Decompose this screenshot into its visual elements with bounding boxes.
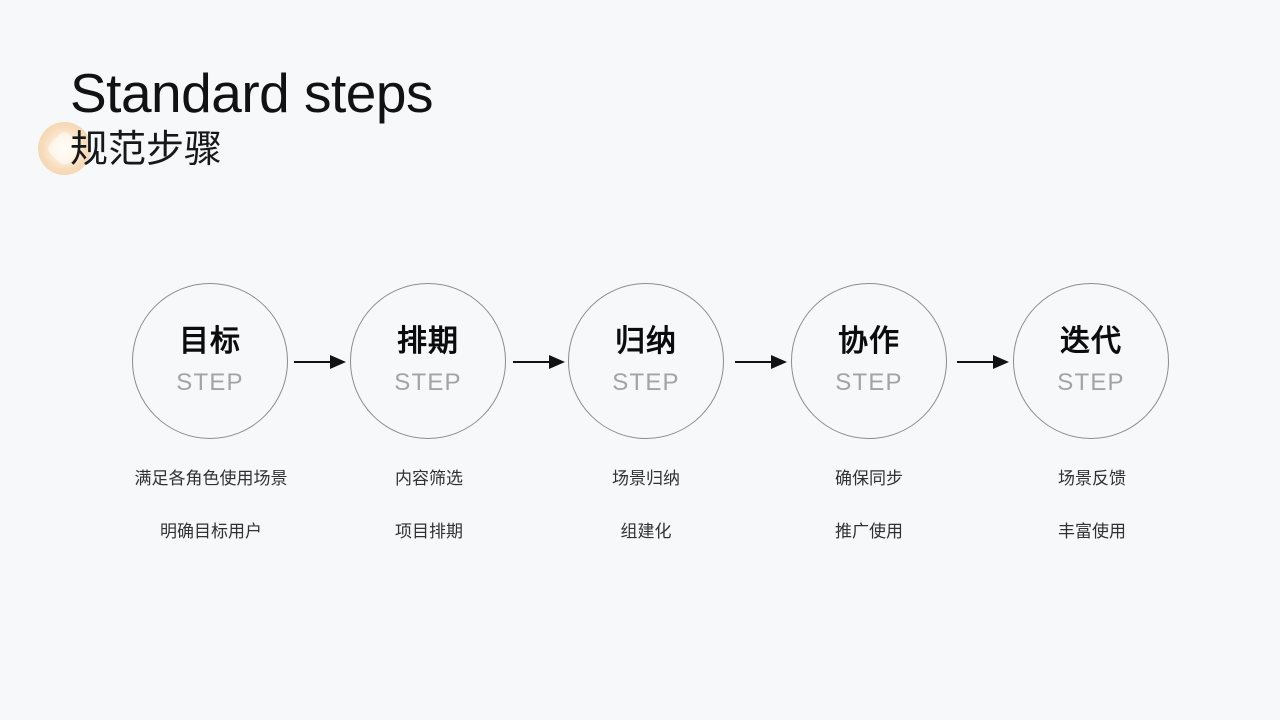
step-node-2[interactable]: 排期 STEP bbox=[350, 283, 508, 441]
step-label-5: 迭代 bbox=[1060, 325, 1122, 358]
step-circle-3[interactable]: 归纳 STEP bbox=[568, 283, 724, 439]
step-label-3: 归纳 bbox=[615, 325, 677, 358]
caption-line-4a: 确保同步 bbox=[835, 469, 903, 488]
arrow-right-icon-3 bbox=[735, 353, 787, 371]
caption-line-5a: 场景反馈 bbox=[1058, 469, 1126, 488]
step-node-3[interactable]: 归纳 STEP bbox=[568, 283, 726, 441]
caption-line-3a: 场景归纳 bbox=[612, 469, 680, 488]
step-sublabel-3: STEP bbox=[612, 369, 680, 396]
step-node-1[interactable]: 目标 STEP bbox=[132, 283, 290, 441]
caption-group-4: 确保同步 推广使用 bbox=[739, 470, 999, 540]
step-node-5[interactable]: 迭代 STEP bbox=[1013, 283, 1171, 441]
page-subtitle: 规范步骤 bbox=[70, 129, 223, 171]
caption-line-3b: 组建化 bbox=[620, 522, 672, 541]
caption-group-3: 场景归纳 组建化 bbox=[516, 470, 776, 540]
step-circle-4[interactable]: 协作 STEP bbox=[791, 283, 947, 439]
step-label-1: 目标 bbox=[179, 325, 241, 358]
arrow-right-icon-4 bbox=[957, 353, 1009, 371]
step-flow: 目标 STEP 排期 STEP 归纳 STEP bbox=[0, 283, 1280, 443]
step-sublabel-2: STEP bbox=[394, 369, 462, 396]
slide-header: Standard steps 规范步骤 bbox=[38, 62, 770, 175]
step-sublabel-5: STEP bbox=[1057, 369, 1125, 396]
step-circle-2[interactable]: 排期 STEP bbox=[350, 283, 506, 439]
caption-line-5b: 丰富使用 bbox=[1058, 522, 1126, 541]
step-circle-5[interactable]: 迭代 STEP bbox=[1013, 283, 1169, 439]
caption-group-2: 内容筛选 项目排期 bbox=[299, 470, 559, 540]
page-title: Standard steps bbox=[70, 62, 433, 124]
caption-group-5: 场景反馈 丰富使用 bbox=[962, 470, 1222, 540]
caption-line-1a: 满足各角色使用场景 bbox=[134, 469, 288, 488]
arrow-right-icon-2 bbox=[513, 353, 565, 371]
step-sublabel-1: STEP bbox=[176, 369, 244, 396]
caption-line-4b: 推广使用 bbox=[835, 522, 903, 541]
caption-line-1b: 明确目标用户 bbox=[160, 522, 262, 541]
caption-group-1: 满足各角色使用场景 明确目标用户 bbox=[81, 470, 341, 540]
step-label-2: 排期 bbox=[397, 325, 459, 358]
step-circle-1[interactable]: 目标 STEP bbox=[132, 283, 288, 439]
arrow-right-icon-1 bbox=[294, 353, 346, 371]
step-sublabel-4: STEP bbox=[835, 369, 903, 396]
step-node-4[interactable]: 协作 STEP bbox=[791, 283, 949, 441]
step-label-4: 协作 bbox=[838, 325, 900, 358]
caption-line-2b: 项目排期 bbox=[395, 522, 463, 541]
caption-line-2a: 内容筛选 bbox=[395, 469, 463, 488]
